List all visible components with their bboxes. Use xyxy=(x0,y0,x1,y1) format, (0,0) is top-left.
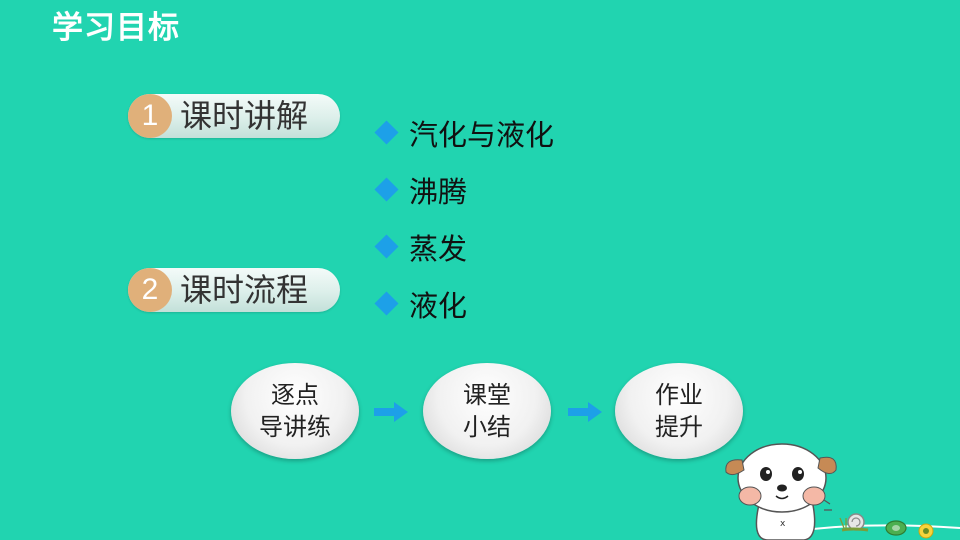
flow-step-class-summary[interactable]: 课堂 小结 xyxy=(423,363,551,459)
topic-label: 汽化与液化 xyxy=(409,117,555,152)
topic-item: 沸腾 xyxy=(372,161,554,218)
flow-step-line: 课堂 xyxy=(463,381,511,409)
flow-step-line: 逐点 xyxy=(271,381,319,409)
page-title: 学习目标 xyxy=(52,10,180,46)
topic-list: 汽化与液化 沸腾 蒸发 液化 xyxy=(372,104,554,332)
flow-step-line: 小结 xyxy=(463,413,511,441)
section-label: 课时流程 xyxy=(180,271,309,309)
puppy-mascot-icon: x xyxy=(725,443,960,540)
section-number-badge: 2 xyxy=(128,268,172,312)
flow-step-homework[interactable]: 作业 提升 xyxy=(615,363,743,459)
diamond-icon xyxy=(374,120,399,145)
topic-item: 汽化与液化 xyxy=(372,104,554,161)
arrow-right-icon xyxy=(374,402,408,422)
topic-label: 蒸发 xyxy=(409,231,468,266)
topic-label: 沸腾 xyxy=(409,174,468,209)
topic-label: 液化 xyxy=(409,288,468,323)
flow-step-line: 作业 xyxy=(655,381,703,409)
section-label: 课时讲解 xyxy=(180,97,309,135)
svg-text:x: x xyxy=(780,519,786,529)
flow-step-line: 提升 xyxy=(655,413,703,441)
arrow-right-icon xyxy=(568,402,602,422)
section-number-badge: 1 xyxy=(128,94,172,138)
topic-item: 蒸发 xyxy=(372,218,554,275)
diamond-icon xyxy=(374,291,399,316)
diamond-icon xyxy=(374,177,399,202)
section-course-explanation[interactable]: 1 课时讲解 xyxy=(128,94,340,138)
flow-step-line: 导讲练 xyxy=(259,413,331,441)
section-course-process[interactable]: 2 课时流程 xyxy=(128,268,340,312)
topic-item: 液化 xyxy=(372,275,554,332)
flow-step-point-lecture[interactable]: 逐点 导讲练 xyxy=(231,363,359,459)
diamond-icon xyxy=(374,234,399,259)
